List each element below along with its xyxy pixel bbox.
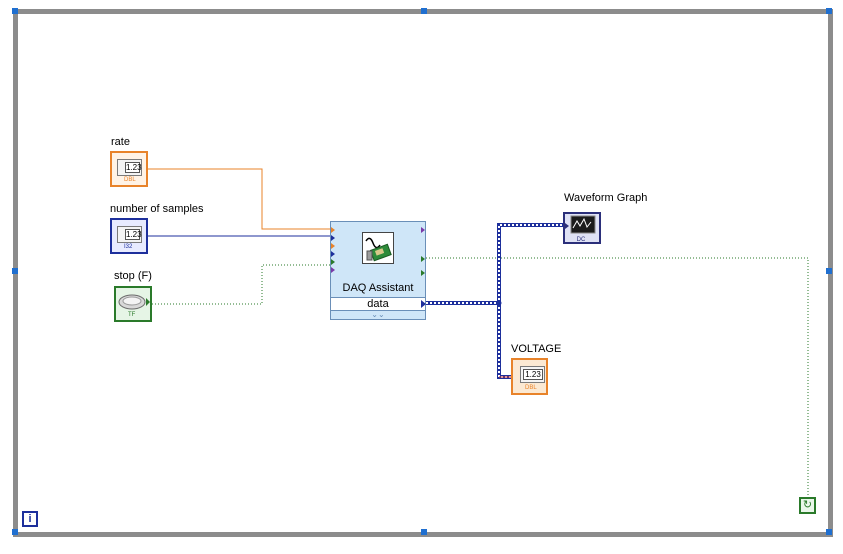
rate-label: rate: [111, 136, 130, 148]
waveform-graph-label: Waveform Graph: [564, 192, 648, 204]
daq-assistant-title: DAQ Assistant: [342, 282, 414, 294]
voltage-value: 1.23: [523, 369, 543, 380]
resize-handle-mid-right[interactable]: [826, 268, 832, 274]
waveform-graph-indicator[interactable]: DC: [563, 212, 601, 244]
rate-numeric-display: 1.23: [117, 159, 142, 176]
data-output-arrow-icon: [421, 300, 426, 308]
daq-data-output[interactable]: data: [331, 297, 425, 311]
voltage-label: VOLTAGE: [511, 343, 562, 355]
samples-type-tag: I32: [124, 244, 133, 250]
waveform-graph-icon: DC: [565, 215, 596, 242]
svg-text:DC: DC: [577, 237, 586, 242]
stop-wire: [152, 264, 330, 305]
daq-input-terminals: [331, 227, 425, 276]
stop-control[interactable]: TF: [114, 286, 152, 322]
loop-condition-icon[interactable]: ↻: [799, 497, 816, 514]
resize-handle-mid-left[interactable]: [12, 268, 18, 274]
samples-label: number of samples: [110, 203, 204, 215]
resize-handle-bottom-mid[interactable]: [421, 529, 427, 535]
samples-numeric-display: 1.23: [117, 226, 142, 243]
samples-control[interactable]: 1.23 I32: [110, 218, 148, 254]
resize-handle-top-left[interactable]: [12, 8, 18, 14]
resize-handle-bottom-right[interactable]: [826, 529, 832, 535]
stop-button-icon: [118, 294, 150, 310]
stop-label: stop (F): [114, 270, 152, 282]
rate-type-tag: DBL: [124, 177, 136, 183]
rate-control[interactable]: 1.23 DBL: [110, 151, 148, 187]
daq-assistant-icon: [362, 232, 394, 264]
resize-handle-top-mid[interactable]: [421, 8, 427, 14]
condition-wire: [426, 257, 809, 497]
rate-wire: [148, 168, 330, 230]
expand-chevron-icon[interactable]: ⌄⌄: [371, 310, 385, 319]
voltage-numeric-display: 1.23: [520, 366, 545, 383]
daq-assistant-node[interactable]: DAQ Assistant data ⌄⌄: [330, 221, 426, 320]
resize-handle-bottom-left[interactable]: [12, 529, 18, 535]
samples-value: 1.23: [125, 229, 142, 240]
resize-handle-top-right[interactable]: [826, 8, 832, 14]
data-wire: [426, 223, 564, 379]
wire-junction: [496, 300, 502, 306]
stop-type-tag: TF: [128, 312, 136, 318]
voltage-type-tag: DBL: [525, 385, 537, 391]
rate-value: 1.23: [125, 162, 142, 173]
iteration-terminal-icon[interactable]: i: [22, 511, 38, 527]
voltage-indicator[interactable]: 1.23 DBL: [511, 358, 548, 395]
